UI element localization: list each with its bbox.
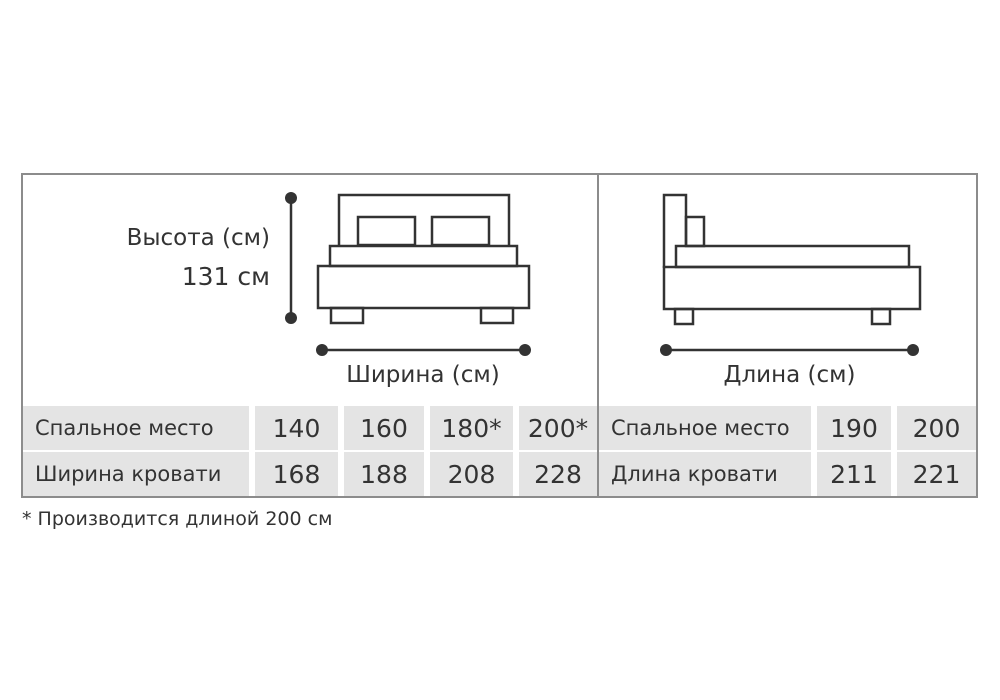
length-arrow-dot-left (660, 344, 672, 356)
side-pillow (684, 215, 706, 248)
length-table-row-bed: Длина кровати 211 221 (599, 452, 976, 496)
side-leg-front (673, 307, 695, 326)
leg-right (479, 306, 515, 325)
height-value: 131 см (181, 262, 270, 291)
table-cell: 200 (897, 406, 976, 450)
side-bed-base (662, 265, 922, 311)
width-table-row-sleeping: Спальное место 140 160 180* 200* (23, 406, 597, 450)
row-name: Ширина кровати (23, 452, 249, 496)
width-arrow-dot-right (519, 344, 531, 356)
headboard (337, 193, 511, 246)
table-cell: 180* (430, 406, 513, 450)
height-arrow-dot-top (285, 192, 297, 204)
length-arrow-dot-right (907, 344, 919, 356)
leg-left (329, 306, 365, 325)
length-label: Длина (см) (723, 362, 856, 388)
table-cell: 211 (817, 452, 891, 496)
width-label: Ширина (см) (346, 362, 500, 388)
side-mattress (674, 244, 911, 269)
table-cell: 168 (255, 452, 338, 496)
table-cell: 208 (430, 452, 513, 496)
bed-front-drawing (285, 192, 531, 356)
row-name: Длина кровати (599, 452, 811, 496)
footnote: * Производится длиной 200 см (22, 508, 333, 530)
table-cell: 160 (344, 406, 424, 450)
length-table-row-sleeping: Спальное место 190 200 (599, 406, 976, 450)
height-label: Высота (см) (126, 225, 270, 251)
row-name: Спальное место (23, 406, 249, 450)
row-name: Спальное место (599, 406, 811, 450)
table-cell: 188 (344, 452, 424, 496)
table-cell: 228 (519, 452, 597, 496)
table-cell: 200* (519, 406, 597, 450)
panel-divider (597, 173, 599, 498)
bed-base (316, 264, 531, 310)
bed-side-drawing (660, 193, 922, 356)
height-arrow-dot-bottom (285, 312, 297, 324)
table-cell: 140 (255, 406, 338, 450)
side-leg-back (870, 307, 892, 326)
table-cell: 221 (897, 452, 976, 496)
table-cell: 190 (817, 406, 891, 450)
dimension-panel (21, 173, 978, 498)
width-table-row-bed: Ширина кровати 168 188 208 228 (23, 452, 597, 496)
width-arrow-dot-left (316, 344, 328, 356)
